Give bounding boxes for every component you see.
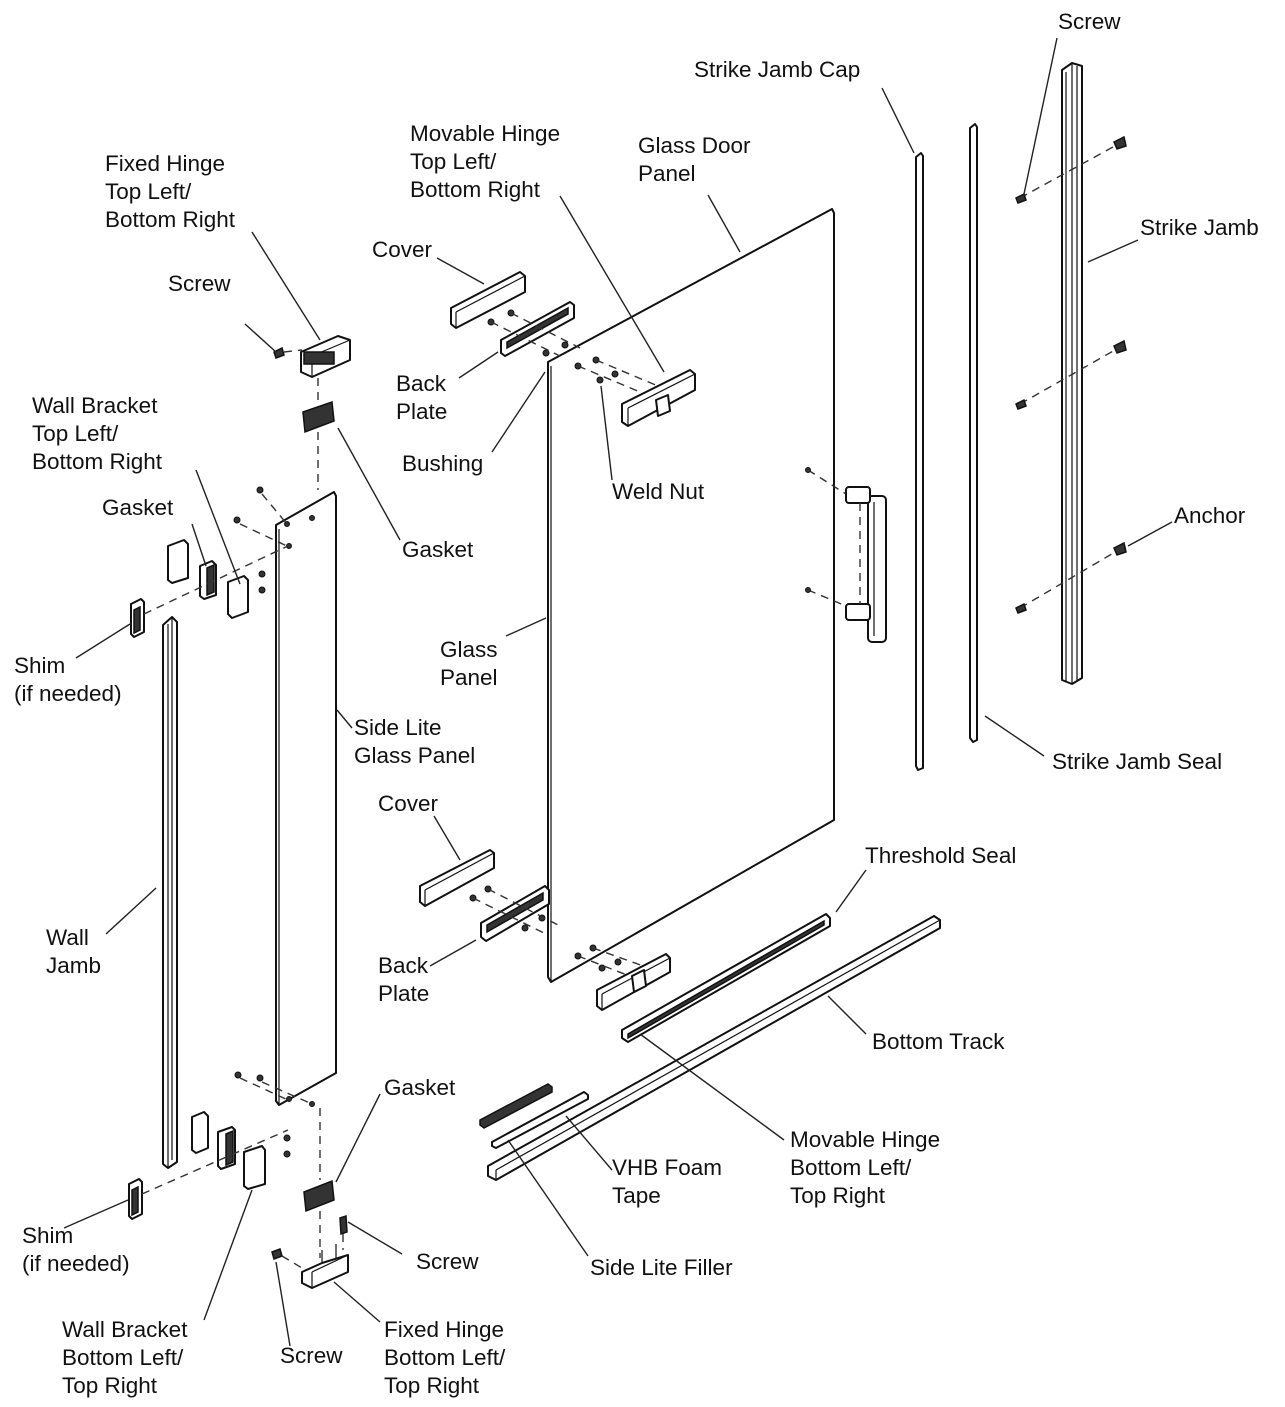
label-back-plate-top: Back Plate — [396, 371, 448, 424]
label-side-lite-filler: Side Lite Filler — [590, 1255, 733, 1280]
threshold-seal-part — [621, 913, 831, 1043]
label-cover-top: Cover — [372, 237, 433, 262]
label-side-lite-glass-panel: Side Lite Glass Panel — [354, 715, 476, 768]
movable-hinge-top-part — [621, 369, 696, 427]
door-handle-part — [805, 467, 887, 643]
cover-bottom-part — [419, 849, 495, 907]
label-strike-jamb-seal: Strike Jamb Seal — [1052, 749, 1223, 774]
label-threshold-seal: Threshold Seal — [865, 843, 1017, 868]
label-vhb-foam-tape: VHB Foam Tape — [612, 1155, 723, 1208]
cover-top-part — [450, 271, 526, 329]
label-gasket-top: Gasket — [402, 537, 474, 562]
gasket-top-hinge-part — [302, 378, 335, 490]
label-screw-bottom-right: Screw — [416, 1249, 479, 1274]
label-movable-hinge-top: Movable Hinge Top Left/ Bottom Right — [410, 121, 561, 202]
label-screw-top-right: Screw — [1058, 9, 1121, 34]
label-wall-jamb: Wall Jamb — [46, 925, 102, 978]
label-bottom-track: Bottom Track — [872, 1029, 1005, 1054]
label-shim-bottom: Shim (if needed) — [22, 1223, 130, 1276]
side-lite-filler-part — [479, 1083, 553, 1129]
label-cover-bottom: Cover — [378, 791, 439, 816]
label-gasket-left-top: Gasket — [102, 495, 174, 520]
label-strike-jamb-cap: Strike Jamb Cap — [694, 57, 861, 82]
side-lite-glass-panel-part — [275, 491, 337, 1107]
hinge-hardware-top — [487, 309, 659, 393]
strike-jamb-seal-part — [969, 123, 978, 743]
wall-bracket-bottom-part — [128, 1071, 313, 1220]
label-weld-nut: Weld Nut — [612, 479, 705, 504]
label-strike-jamb: Strike Jamb — [1140, 215, 1259, 240]
label-wall-bracket-top: Wall Bracket Top Left/ Bottom Right — [32, 393, 163, 474]
label-glass-door-panel: Glass Door Panel — [638, 133, 751, 186]
label-glass-panel: Glass Panel — [440, 637, 498, 690]
label-shim-top: Shim (if needed) — [14, 653, 122, 706]
leader-lines — [63, 37, 1173, 1347]
label-screw-top-left: Screw — [168, 271, 231, 296]
label-bushing: Bushing — [402, 451, 484, 476]
wall-jamb-part — [162, 616, 178, 1169]
strike-jamb-part — [1015, 62, 1127, 685]
label-gasket-bottom: Gasket — [384, 1075, 456, 1100]
label-fixed-hinge-top: Fixed Hinge Top Left/ Bottom Right — [105, 151, 236, 232]
back-plate-bottom-part — [480, 885, 550, 942]
label-wall-bracket-bottom: Wall Bracket Bottom Left/ Top Right — [62, 1317, 188, 1398]
wall-bracket-top-part — [130, 486, 291, 638]
label-anchor: Anchor — [1174, 503, 1246, 528]
label-fixed-hinge-bottom: Fixed Hinge Bottom Left/ Top Right — [384, 1317, 506, 1398]
label-screw-bottom-left: Screw — [280, 1343, 343, 1368]
glass-door-panel-part — [547, 208, 835, 983]
fixed-hinge-top-part — [273, 335, 351, 378]
label-movable-hinge-bottom: Movable Hinge Bottom Left/ Top Right — [790, 1127, 941, 1208]
fixed-hinge-bottom-part — [271, 1108, 349, 1289]
hinge-hardware-bottom — [469, 885, 661, 981]
strike-jamb-cap-part — [915, 152, 924, 771]
label-back-plate-bottom: Back Plate — [378, 953, 430, 1006]
bottom-track-part — [487, 915, 941, 1181]
movable-hinge-bottom-part — [596, 953, 671, 1011]
vhb-foam-tape-part — [491, 1091, 589, 1149]
